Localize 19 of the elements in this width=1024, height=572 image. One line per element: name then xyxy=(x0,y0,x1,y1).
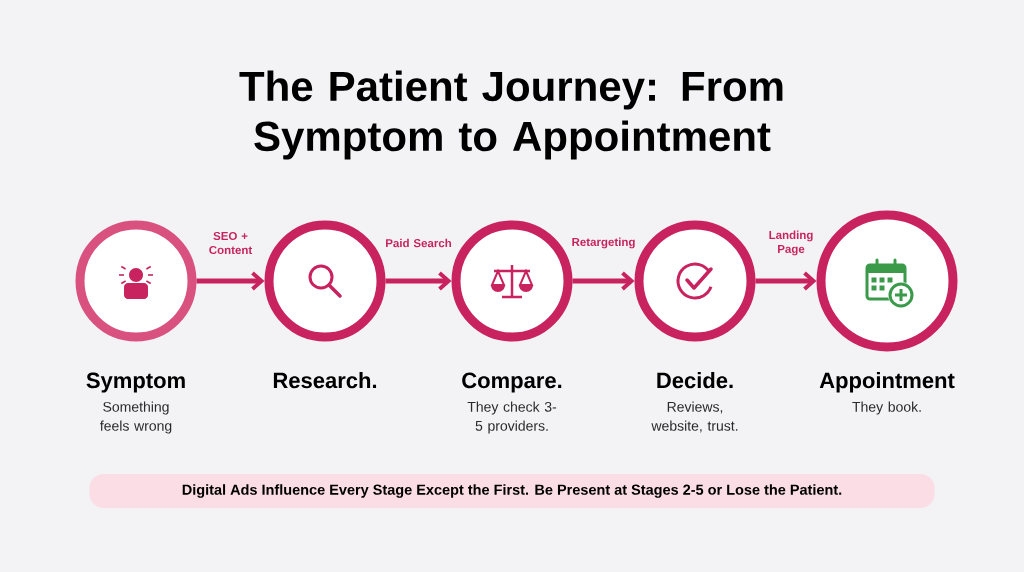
arrow xyxy=(572,271,635,291)
arrow xyxy=(755,271,817,291)
step-description: They book. xyxy=(852,401,921,415)
edge-label: Landing Page xyxy=(769,230,813,256)
edge-label: Paid Search xyxy=(386,238,451,248)
step-heading: Compare. xyxy=(462,372,562,393)
step-description: Reviews, website, trust. xyxy=(651,401,738,433)
step-heading: Appointment xyxy=(819,372,955,393)
edge-label: Retargeting xyxy=(572,237,635,249)
step-heading: Research. xyxy=(273,372,377,389)
step-description: They check 3-5 providers. xyxy=(467,401,557,434)
title: The Patient Journey: From Symptom to Appointment xyxy=(239,70,783,160)
step-heading: Decide. xyxy=(657,372,733,389)
step-heading: Symptom xyxy=(86,372,185,393)
step-description: Something feels wrong xyxy=(100,401,172,434)
message-banner: Digital Ads Influence Every Stage Except the First. Be Present at Stages 2-5 or Lose the Patient. xyxy=(89,474,935,508)
arrow xyxy=(385,271,452,291)
arrow xyxy=(196,271,265,291)
edge-label: SEO + Content xyxy=(209,231,253,255)
